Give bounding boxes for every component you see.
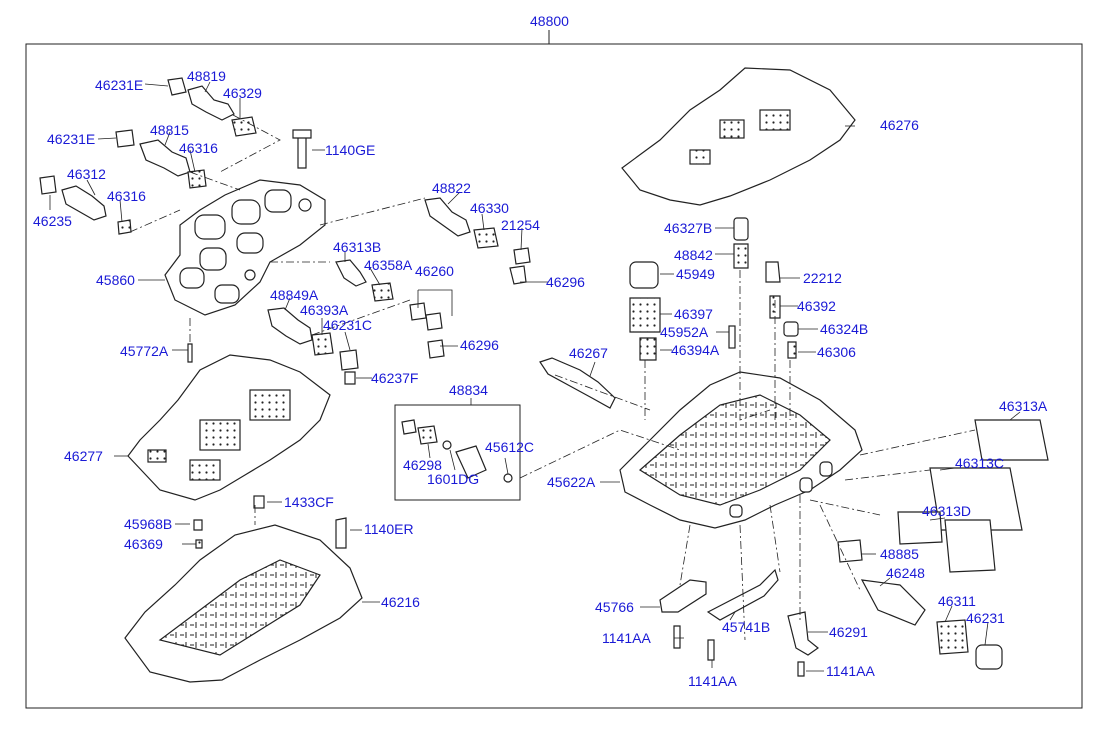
gasket-46276 xyxy=(621,67,856,206)
part-label-22212[interactable]: 22212 xyxy=(803,270,842,286)
spool-parts-top-left xyxy=(39,77,312,235)
part-label-46231C[interactable]: 46231C xyxy=(323,317,373,333)
part-label-1601DG[interactable]: 1601DG xyxy=(427,471,480,487)
part-label-46369[interactable]: 46369 xyxy=(124,536,163,552)
valve-plate-46216 xyxy=(124,495,363,683)
part-label-48834[interactable]: 48834 xyxy=(449,382,488,398)
part-label-45741B[interactable]: 45741B xyxy=(722,619,771,635)
part-label-46394A[interactable]: 46394A xyxy=(671,342,720,358)
part-label-46267[interactable]: 46267 xyxy=(569,345,608,361)
part-label-45772A[interactable]: 45772A xyxy=(120,343,169,359)
kit-box-48834 xyxy=(394,404,521,501)
solenoids xyxy=(837,419,1049,670)
part-label-46313D[interactable]: 46313D xyxy=(922,503,972,519)
assembly-label: 48800 xyxy=(530,13,569,29)
part-label-46237F[interactable]: 46237F xyxy=(371,370,419,386)
part-label-1140ER[interactable]: 1140ER xyxy=(364,521,414,537)
part-label-21254[interactable]: 21254 xyxy=(501,217,540,233)
part-label-46330[interactable]: 46330 xyxy=(470,200,509,216)
part-label-1141AA-3[interactable]: 1141AA xyxy=(826,663,875,679)
part-label-46313A[interactable]: 46313A xyxy=(999,398,1048,414)
part-label-46276[interactable]: 46276 xyxy=(880,117,919,133)
part-label-48849A[interactable]: 48849A xyxy=(270,287,319,303)
part-label-46316[interactable]: 46316 xyxy=(179,140,218,156)
valve-block-45860 xyxy=(164,179,326,316)
part-label-48819[interactable]: 48819 xyxy=(187,68,226,84)
kit-48834-parts xyxy=(401,419,513,483)
part-label-45952A[interactable]: 45952A xyxy=(660,324,709,340)
part-label-46358A[interactable]: 46358A xyxy=(364,257,413,273)
part-label-46298[interactable]: 46298 xyxy=(403,457,442,473)
part-label-46327B[interactable]: 46327B xyxy=(664,220,713,236)
part-label-1141AA-2[interactable]: 1141AA xyxy=(688,673,737,689)
part-label-1433CF[interactable]: 1433CF xyxy=(284,494,334,510)
part-label-46313C[interactable]: 46313C xyxy=(955,455,1005,471)
part-label-45766[interactable]: 45766 xyxy=(595,599,634,615)
part-label-46231[interactable]: 46231 xyxy=(966,610,1005,626)
part-label-46316-2[interactable]: 46316 xyxy=(107,188,146,204)
assembly-guide-lines xyxy=(129,114,976,641)
part-label-1140GE[interactable]: 1140GE xyxy=(325,142,376,158)
part-label-46216[interactable]: 46216 xyxy=(381,594,420,610)
part-label-46393A[interactable]: 46393A xyxy=(300,302,349,318)
part-label-45968B[interactable]: 45968B xyxy=(124,516,173,532)
part-label-46313B[interactable]: 46313B xyxy=(333,239,382,255)
part-label-48822[interactable]: 48822 xyxy=(432,180,471,196)
part-label-46277[interactable]: 46277 xyxy=(64,448,103,464)
part-label-46392[interactable]: 46392 xyxy=(797,298,836,314)
part-label-48885[interactable]: 48885 xyxy=(880,546,919,562)
part-label-46231E-2[interactable]: 46231E xyxy=(47,131,96,147)
part-label-1141AA[interactable]: 1141AA xyxy=(602,630,651,646)
part-label-46235[interactable]: 46235 xyxy=(33,213,72,229)
part-label-46324B[interactable]: 46324B xyxy=(820,321,869,337)
part-label-46312[interactable]: 46312 xyxy=(67,166,106,182)
label-leaders xyxy=(49,81,1021,672)
part-label-46306[interactable]: 46306 xyxy=(817,344,856,360)
part-label-45612C[interactable]: 45612C xyxy=(485,439,535,455)
part-label-46329[interactable]: 46329 xyxy=(223,85,262,101)
part-label-46248[interactable]: 46248 xyxy=(886,565,925,581)
part-label-45860[interactable]: 45860 xyxy=(96,272,135,288)
part-label-48842[interactable]: 48842 xyxy=(674,247,713,263)
diagram-frame xyxy=(25,43,1083,709)
right-side-parts xyxy=(539,217,799,409)
part-label-46260[interactable]: 46260 xyxy=(415,263,454,279)
main-valve-body-45622A xyxy=(619,371,863,529)
spool-parts-middle xyxy=(187,197,531,385)
part-label-45622A[interactable]: 45622A xyxy=(547,474,596,490)
part-label-46231E[interactable]: 46231E xyxy=(95,77,144,93)
part-label-46296[interactable]: 46296 xyxy=(546,274,585,290)
part-label-46397[interactable]: 46397 xyxy=(674,306,713,322)
part-label-45949[interactable]: 45949 xyxy=(676,266,715,282)
part-label-46291[interactable]: 46291 xyxy=(829,624,868,640)
separator-plate-46277 xyxy=(127,354,331,501)
part-label-46311[interactable]: 46311 xyxy=(938,593,976,609)
part-label-46296-2[interactable]: 46296 xyxy=(460,337,499,353)
part-label-48815[interactable]: 48815 xyxy=(150,122,189,138)
